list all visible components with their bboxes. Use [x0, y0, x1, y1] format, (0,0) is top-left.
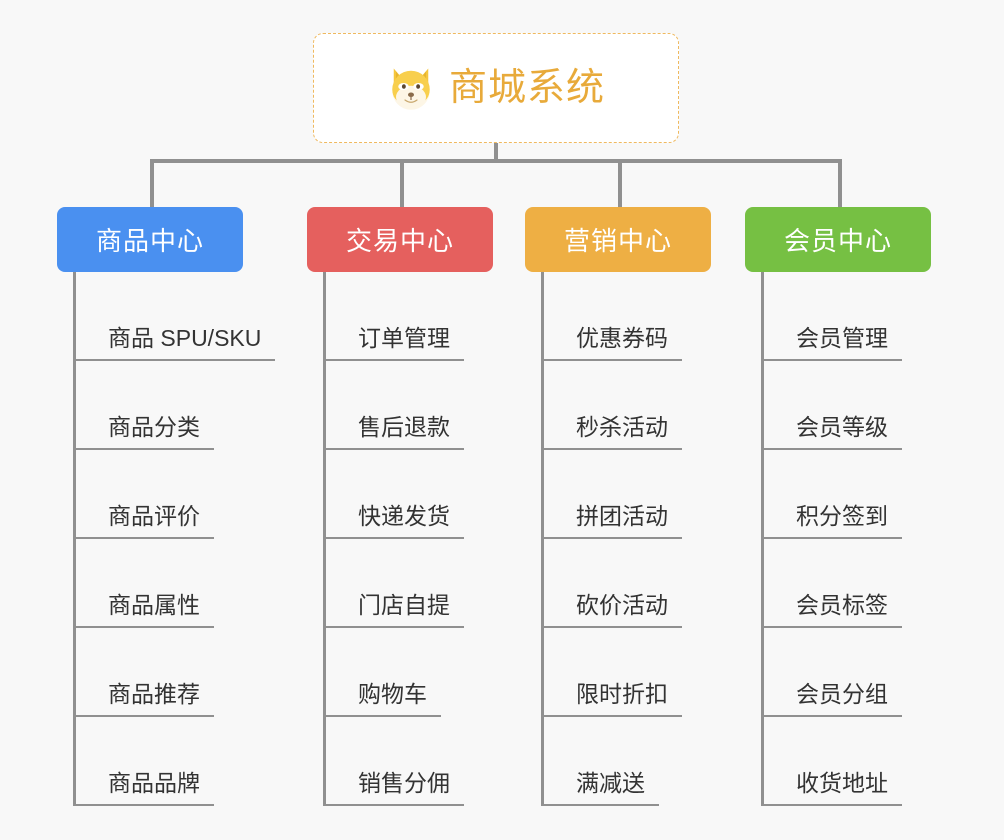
list-item[interactable]: 满减送 — [544, 717, 740, 806]
list-item[interactable]: 商品分类 — [76, 361, 287, 450]
category-box-3[interactable]: 营销中心 — [525, 207, 711, 272]
leaf-label: 会员管理 — [764, 325, 902, 361]
leaf-label: 订单管理 — [326, 325, 464, 361]
root-node[interactable]: 商城系统 — [313, 33, 679, 143]
category-box-2[interactable]: 交易中心 — [307, 207, 493, 272]
category-title-2: 交易中心 — [345, 226, 454, 256]
category-title-3: 营销中心 — [563, 226, 672, 256]
category-box-4[interactable]: 会员中心 — [745, 207, 931, 272]
leaf-label: 会员等级 — [764, 414, 902, 450]
list-item[interactable]: 收货地址 — [764, 717, 960, 806]
branch-column-4: 会员中心 会员管理 会员等级 积分签到 会员标签 会员分组 收货地址 — [745, 207, 960, 806]
leaf-label: 会员标签 — [764, 592, 902, 628]
leaf-label: 拼团活动 — [544, 503, 682, 539]
leaf-label: 限时折扣 — [544, 681, 682, 717]
list-item[interactable]: 商品评价 — [76, 450, 287, 539]
leaf-label: 砍价活动 — [544, 592, 682, 628]
list-item[interactable]: 订单管理 — [326, 272, 522, 361]
leaf-label: 商品属性 — [76, 592, 214, 628]
leaf-label: 商品推荐 — [76, 681, 214, 717]
leaf-label: 积分签到 — [764, 503, 902, 539]
leaf-label: 满减送 — [544, 770, 659, 806]
category-title-4: 会员中心 — [783, 226, 892, 256]
list-item[interactable]: 限时折扣 — [544, 628, 740, 717]
leaf-list-4: 会员管理 会员等级 积分签到 会员标签 会员分组 收货地址 — [761, 272, 960, 806]
list-item[interactable]: 销售分佣 — [326, 717, 522, 806]
leaf-label: 购物车 — [326, 681, 441, 717]
list-item[interactable]: 优惠券码 — [544, 272, 740, 361]
leaf-label: 优惠券码 — [544, 325, 682, 361]
leaf-list-1: 商品 SPU/SKU 商品分类 商品评价 商品属性 商品推荐 商品品牌 — [73, 272, 287, 806]
leaf-label: 快递发货 — [326, 503, 464, 539]
leaf-label: 商品品牌 — [76, 770, 214, 806]
list-item[interactable]: 秒杀活动 — [544, 361, 740, 450]
root-title: 商城系统 — [448, 67, 605, 109]
leaf-label: 商品评价 — [76, 503, 214, 539]
list-item[interactable]: 商品属性 — [76, 539, 287, 628]
branch-column-3: 营销中心 优惠券码 秒杀活动 拼团活动 砍价活动 限时折扣 满减送 — [525, 207, 740, 806]
list-item[interactable]: 商品品牌 — [76, 717, 287, 806]
list-item[interactable]: 快递发货 — [326, 450, 522, 539]
list-item[interactable]: 售后退款 — [326, 361, 522, 450]
leaf-list-2: 订单管理 售后退款 快递发货 门店自提 购物车 销售分佣 — [323, 272, 522, 806]
leaf-label: 秒杀活动 — [544, 414, 682, 450]
leaf-label: 收货地址 — [764, 770, 902, 806]
leaf-label: 商品 SPU/SKU — [76, 325, 276, 361]
leaf-label: 销售分佣 — [326, 770, 464, 806]
leaf-label: 会员分组 — [764, 681, 902, 717]
list-item[interactable]: 购物车 — [326, 628, 522, 717]
list-item[interactable]: 拼团活动 — [544, 450, 740, 539]
connector-root-stem — [494, 143, 498, 163]
category-title-1: 商品中心 — [95, 226, 204, 256]
shiba-dog-face-icon — [392, 68, 430, 110]
branch-column-1: 商品中心 商品 SPU/SKU 商品分类 商品评价 商品属性 商品推荐 商品品牌 — [57, 207, 287, 806]
connector-horizontal-bus — [150, 159, 842, 163]
connector-drop-2 — [400, 159, 404, 209]
leaf-list-3: 优惠券码 秒杀活动 拼团活动 砍价活动 限时折扣 满减送 — [541, 272, 740, 806]
category-box-1[interactable]: 商品中心 — [57, 207, 243, 272]
list-item[interactable]: 门店自提 — [326, 539, 522, 628]
leaf-label: 商品分类 — [76, 414, 214, 450]
list-item[interactable]: 会员管理 — [764, 272, 960, 361]
list-item[interactable]: 商品推荐 — [76, 628, 287, 717]
leaf-label: 售后退款 — [326, 414, 464, 450]
list-item[interactable]: 砍价活动 — [544, 539, 740, 628]
connector-drop-4 — [838, 159, 842, 209]
list-item[interactable]: 会员等级 — [764, 361, 960, 450]
list-item[interactable]: 会员标签 — [764, 539, 960, 628]
list-item[interactable]: 积分签到 — [764, 450, 960, 539]
connector-drop-3 — [618, 159, 622, 209]
list-item[interactable]: 商品 SPU/SKU — [76, 272, 287, 361]
branch-column-2: 交易中心 订单管理 售后退款 快递发货 门店自提 购物车 销售分佣 — [307, 207, 522, 806]
connector-drop-1 — [150, 159, 154, 209]
leaf-label: 门店自提 — [326, 592, 464, 628]
list-item[interactable]: 会员分组 — [764, 628, 960, 717]
